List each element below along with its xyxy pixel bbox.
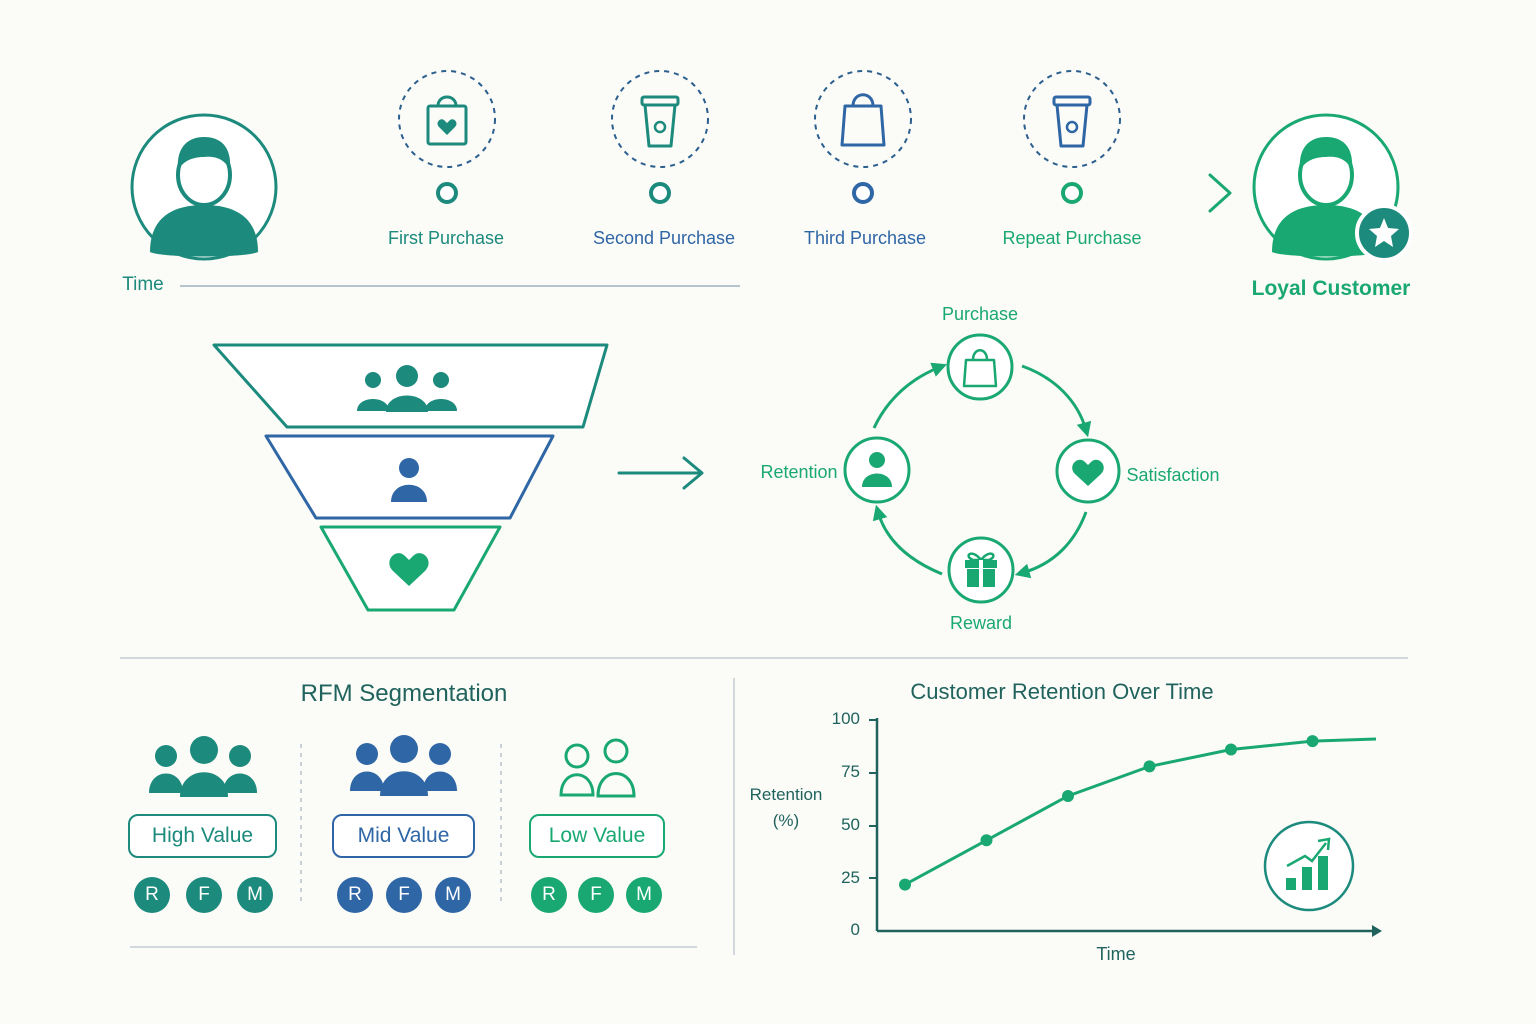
shopping-bag-heart-icon: [426, 95, 468, 146]
cycle-label-satisfaction: Satisfaction: [1126, 465, 1220, 485]
cycle-label-retention: Retention: [760, 462, 838, 482]
monetary-badge: M: [237, 877, 273, 913]
loyal-customer-label: Loyal Customer: [1251, 277, 1411, 300]
stage-second-purchase: [611, 70, 709, 204]
retention-points: [899, 735, 1319, 891]
stage-label-third-purchase: Third Purchase: [803, 228, 927, 248]
cycle-node-satisfaction: [1055, 438, 1121, 504]
customer-avatar-icon: [130, 113, 278, 261]
retention-point-6: [1306, 735, 1319, 748]
loyalty-cycle: [843, 333, 1121, 604]
person-icon: [862, 452, 892, 487]
monetary-badge: M: [435, 877, 471, 913]
stage-label-first-purchase: First Purchase: [387, 228, 505, 248]
people-outline-icon: [559, 738, 636, 798]
group-of-people-icon: [357, 365, 457, 412]
retention-point-3: [1062, 789, 1074, 802]
retention-point-2: [980, 834, 993, 847]
star-badge-icon: [1355, 204, 1413, 262]
y-tick-25: 25: [841, 868, 860, 887]
y-axis-label: Retention: [749, 785, 823, 804]
shopping-bag-icon: [840, 93, 886, 147]
right-arrow-icon: [617, 456, 704, 490]
segment-mid-value: Mid Value: [332, 814, 475, 858]
time-label: Time: [122, 274, 164, 295]
cycle-node-purchase: [946, 333, 1014, 401]
shopping-bag-icon: [962, 349, 998, 388]
cycle-node-retention: [843, 436, 911, 504]
y-axis-unit: (%): [772, 811, 800, 830]
timeline-arrowhead-icon: [1208, 173, 1232, 213]
funnel: [212, 343, 609, 612]
retention-point-1: [899, 878, 911, 891]
y-tick-0: 0: [850, 920, 860, 939]
coffee-cup-icon: [1052, 95, 1092, 148]
frequency-badge: F: [186, 877, 222, 913]
segment-low-value: Low Value: [529, 814, 665, 858]
cycle-label-reward: Reward: [949, 613, 1013, 633]
heart-icon: [1072, 459, 1104, 486]
recency-badge: R: [337, 877, 373, 913]
chart-title: Customer Retention Over Time: [910, 679, 1214, 704]
y-tick-50: 50: [841, 815, 860, 834]
monetary-badge: M: [626, 877, 662, 913]
cycle-label-purchase: Purchase: [941, 304, 1019, 324]
people-group-icon: [350, 735, 457, 796]
heart-icon: [389, 553, 429, 586]
stage-third-purchase: [814, 70, 912, 204]
people-group-icon: [149, 736, 257, 797]
stage-repeat-purchase: [1023, 70, 1121, 204]
cycle-node-reward: [947, 536, 1015, 604]
retention-point-5: [1225, 743, 1237, 756]
stage-first-purchase: [398, 70, 496, 204]
recency-badge: R: [531, 877, 567, 913]
segment-high-value: High Value: [128, 814, 277, 858]
y-tick-100: 100: [831, 709, 860, 728]
x-axis-label: Time: [1096, 944, 1136, 964]
chart-axes: [869, 718, 1382, 937]
gift-icon: [965, 552, 997, 587]
stage-label-repeat-purchase: Repeat Purchase: [1002, 228, 1142, 248]
frequency-badge: F: [386, 877, 422, 913]
growth-chart-icon: [1263, 820, 1355, 912]
y-tick-75: 75: [841, 762, 860, 781]
frequency-badge: F: [578, 877, 614, 913]
rfm-title: RFM Segmentation: [300, 680, 508, 707]
recency-badge: R: [134, 877, 170, 913]
retention-point-4: [1143, 760, 1156, 773]
single-person-icon: [391, 458, 427, 502]
stage-label-second-purchase: Second Purchase: [592, 228, 736, 248]
coffee-cup-icon: [640, 95, 680, 148]
